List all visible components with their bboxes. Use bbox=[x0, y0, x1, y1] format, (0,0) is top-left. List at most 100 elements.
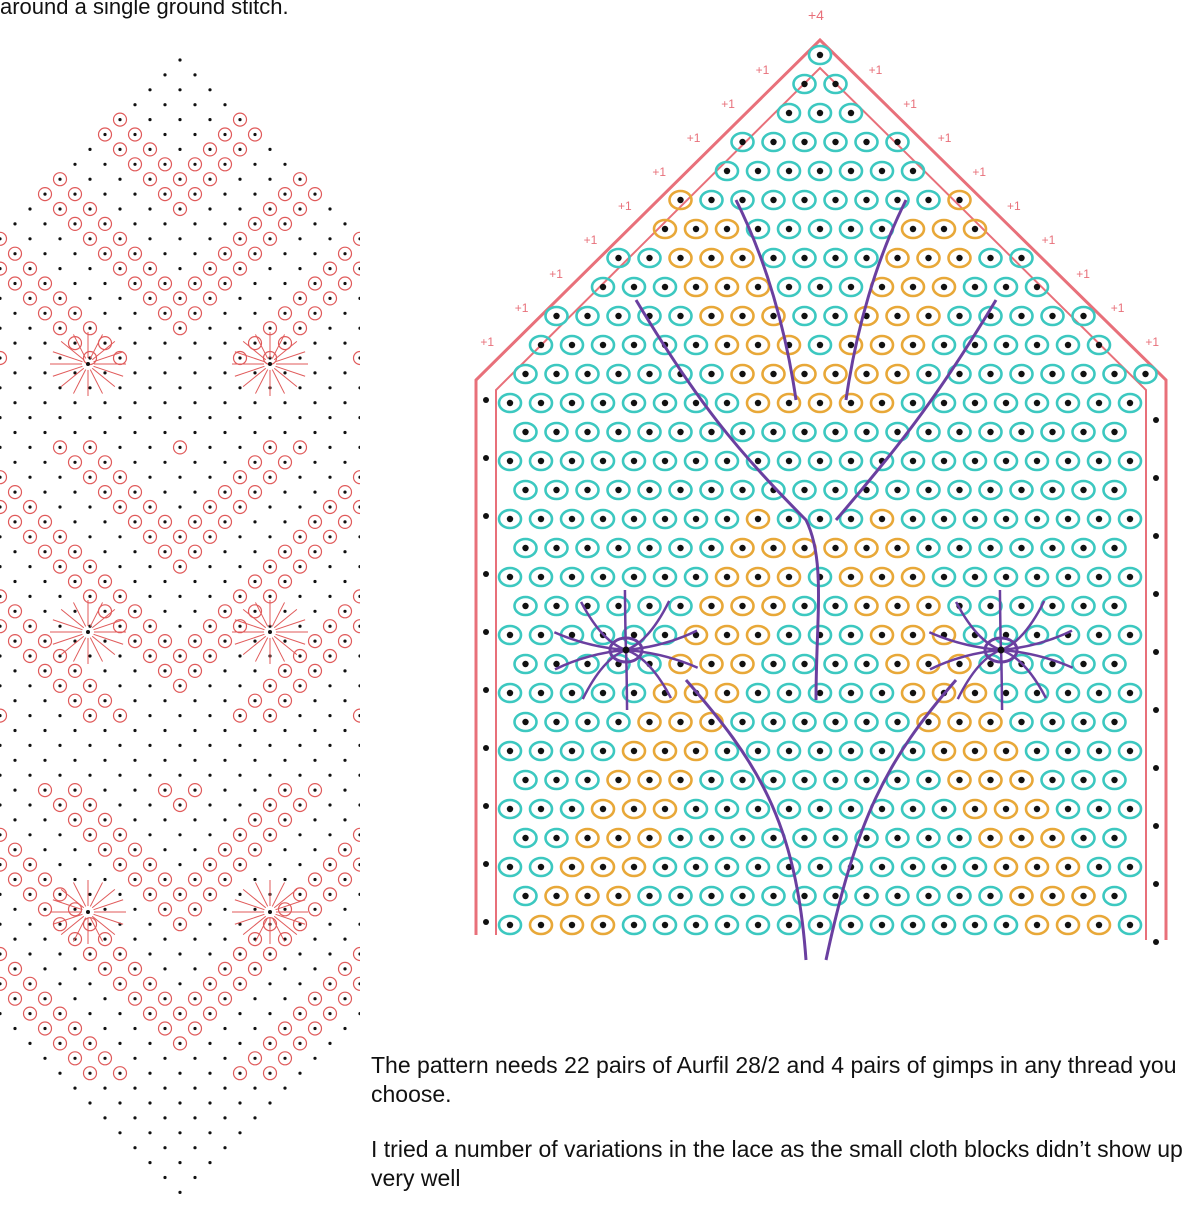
pin-dot bbox=[58, 297, 61, 300]
pin-dot bbox=[770, 893, 776, 899]
pin-dot bbox=[133, 342, 136, 345]
pin-dot bbox=[193, 461, 196, 464]
pin-dot bbox=[1034, 284, 1040, 290]
pin-dot bbox=[58, 625, 61, 628]
pin-dot bbox=[1003, 516, 1009, 522]
pin-dot bbox=[148, 803, 151, 806]
pin-dot bbox=[178, 148, 181, 151]
pin-dot bbox=[118, 952, 121, 955]
pin-dot bbox=[848, 922, 854, 928]
pin-dot bbox=[879, 690, 885, 696]
pin-dot bbox=[208, 684, 211, 687]
pin-dot bbox=[193, 878, 196, 881]
pin-dot bbox=[223, 699, 226, 702]
spider-center-pin bbox=[86, 910, 90, 914]
pin-dot bbox=[646, 835, 652, 841]
spider-leg bbox=[61, 341, 84, 359]
pin-dot bbox=[538, 864, 544, 870]
pin-dot bbox=[193, 371, 196, 374]
pin-dot bbox=[770, 313, 776, 319]
pin-dot bbox=[298, 356, 301, 359]
pin-dot bbox=[163, 1027, 166, 1030]
pin-dot bbox=[193, 133, 196, 136]
pin-dot bbox=[522, 893, 528, 899]
pin-dot bbox=[163, 491, 166, 494]
pin-dot bbox=[615, 255, 621, 261]
pin-dot bbox=[13, 371, 16, 374]
pin-dot bbox=[538, 632, 544, 638]
pin-dot bbox=[1096, 342, 1102, 348]
pin-dot bbox=[148, 327, 151, 330]
pin-dot bbox=[313, 699, 316, 702]
pin-dot bbox=[987, 719, 993, 725]
pin-dot bbox=[770, 255, 776, 261]
pin-dot bbox=[724, 864, 730, 870]
pin-dot bbox=[43, 252, 46, 255]
pin-dot bbox=[987, 255, 993, 261]
pin-dot bbox=[313, 908, 316, 911]
pin-dot bbox=[1018, 603, 1024, 609]
pin-dot bbox=[328, 297, 331, 300]
pin-dot bbox=[328, 237, 331, 240]
pin-dot bbox=[298, 565, 301, 568]
pin-dot bbox=[283, 1027, 286, 1030]
pin-dot bbox=[208, 714, 211, 717]
pin-dot bbox=[863, 545, 869, 551]
pin-dot bbox=[208, 625, 211, 628]
pin-dot bbox=[848, 690, 854, 696]
pin-dot bbox=[1080, 545, 1086, 551]
pin-dot bbox=[739, 487, 745, 493]
pin-dot bbox=[88, 595, 91, 598]
pin-dot bbox=[646, 719, 652, 725]
pin-dot bbox=[677, 719, 683, 725]
pin-dot bbox=[13, 342, 16, 345]
pin-dot bbox=[193, 163, 196, 166]
pin-dot bbox=[693, 226, 699, 232]
pin-dot bbox=[223, 1057, 226, 1060]
pin-dot bbox=[163, 580, 166, 583]
pin-dot bbox=[43, 431, 46, 434]
pin-dot bbox=[163, 193, 166, 196]
pin-dot bbox=[972, 574, 978, 580]
pin-dot bbox=[1034, 632, 1040, 638]
pin-dot bbox=[569, 458, 575, 464]
pin-dot bbox=[118, 744, 121, 747]
pin-dot bbox=[73, 848, 76, 851]
pin-dot bbox=[43, 520, 46, 523]
pin-dot bbox=[118, 267, 121, 270]
pin-dot bbox=[253, 580, 256, 583]
pin-dot bbox=[133, 133, 136, 136]
edge-annotation: +1 bbox=[938, 131, 952, 145]
pin-dot bbox=[73, 520, 76, 523]
pin-dot bbox=[538, 806, 544, 812]
pin-dot bbox=[223, 133, 226, 136]
pin-dot bbox=[28, 625, 31, 628]
pin-dot bbox=[358, 654, 360, 657]
pin-dot bbox=[1080, 661, 1086, 667]
pin-dot bbox=[28, 1012, 31, 1015]
pin-dot bbox=[631, 458, 637, 464]
pin-dot bbox=[283, 461, 286, 464]
pin-dot bbox=[848, 226, 854, 232]
pin-dot bbox=[118, 1012, 121, 1015]
pin-dot bbox=[43, 759, 46, 762]
pin-dot bbox=[268, 267, 271, 270]
pin-dot bbox=[73, 312, 76, 315]
pin-dot bbox=[646, 487, 652, 493]
pin-dot bbox=[28, 565, 31, 568]
pin-dot bbox=[163, 252, 166, 255]
pin-dot bbox=[0, 803, 2, 806]
spider-leg bbox=[61, 368, 84, 386]
pin-dot bbox=[43, 848, 46, 851]
pin-dot bbox=[223, 520, 226, 523]
pin-dot bbox=[163, 997, 166, 1000]
pin-dot bbox=[148, 595, 151, 598]
pin-dot bbox=[1049, 719, 1055, 725]
spider-leg bbox=[235, 900, 265, 910]
pin-dot bbox=[584, 313, 590, 319]
pin-dot bbox=[163, 1176, 166, 1179]
pin-dot bbox=[600, 748, 606, 754]
pin-dot bbox=[328, 625, 331, 628]
pin-dot bbox=[0, 774, 2, 777]
pin-dot bbox=[268, 535, 271, 538]
